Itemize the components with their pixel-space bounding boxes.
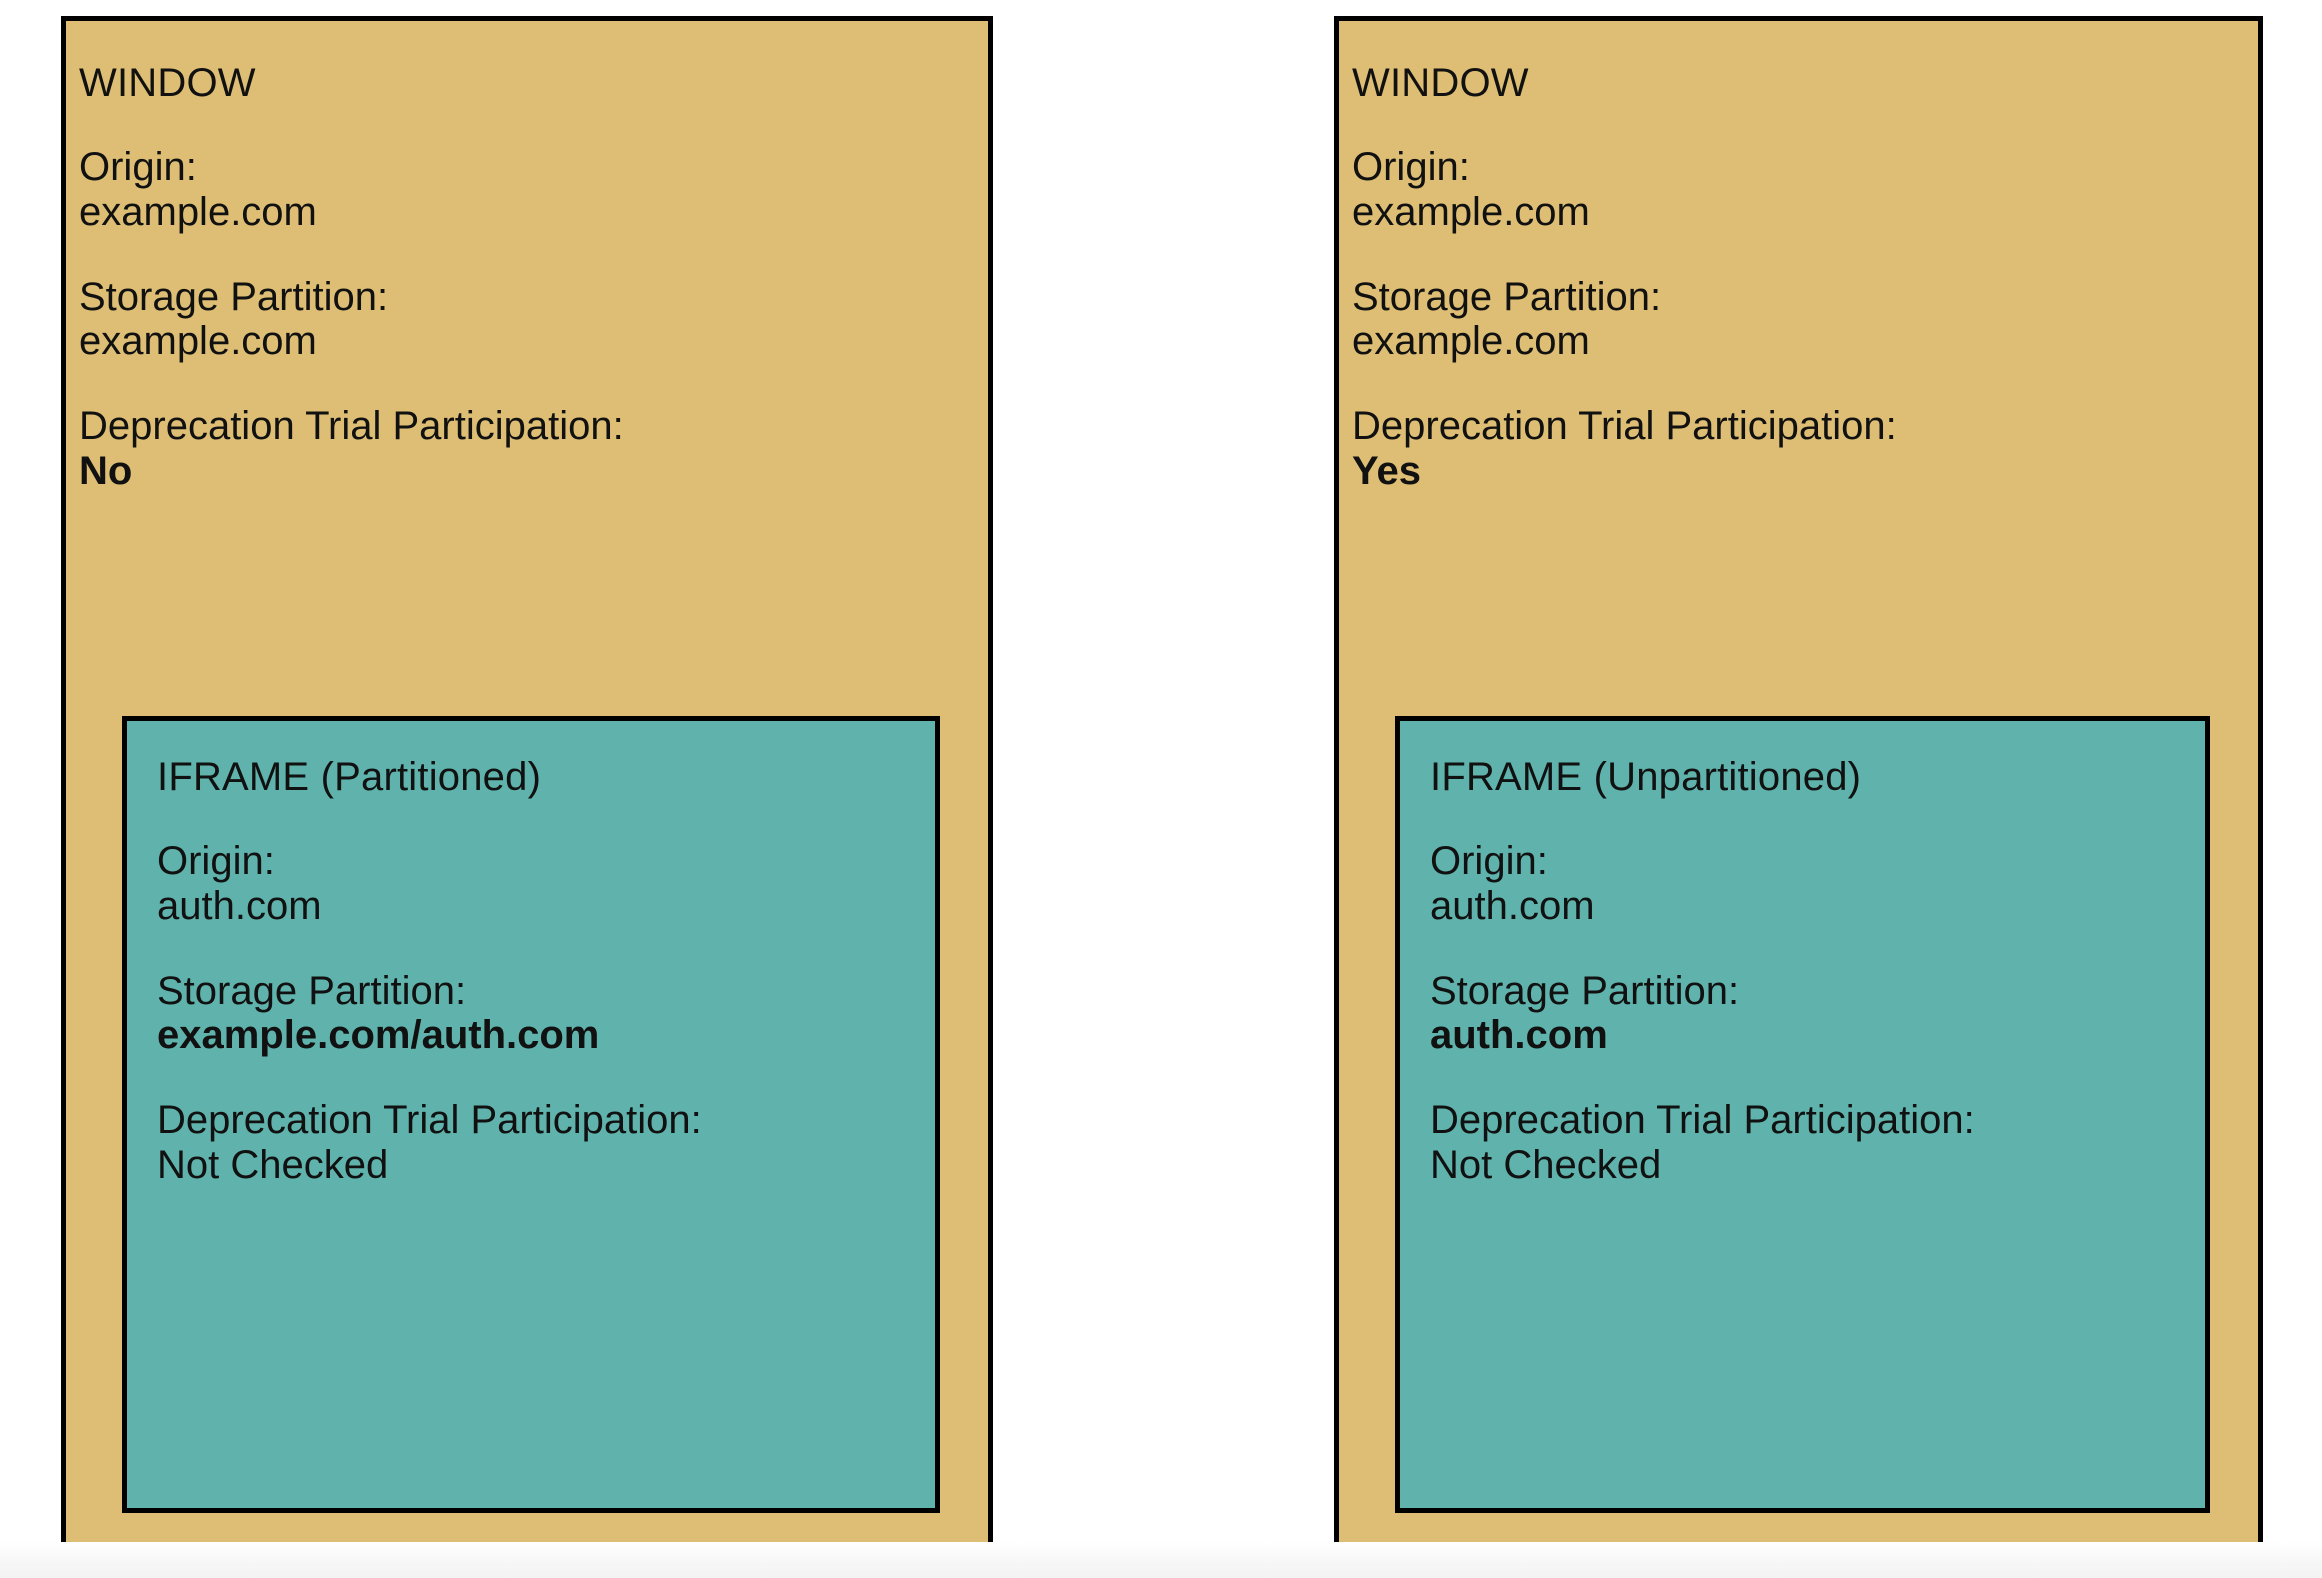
left-iframe-deprecation-trial-label: Deprecation Trial Participation: <box>157 1098 702 1143</box>
left-window-deprecation-trial-field: Deprecation Trial Participation: No <box>66 404 988 494</box>
right-iframe-deprecation-trial-label: Deprecation Trial Participation: <box>1430 1098 1975 1143</box>
spacer <box>66 364 988 404</box>
spacer <box>127 929 935 969</box>
left-window-origin-value: example.com <box>79 189 317 234</box>
spacer <box>66 103 988 145</box>
right-window-deprecation-trial-label: Deprecation Trial Participation: <box>1352 404 1897 449</box>
left-iframe-origin-field: Origin: auth.com <box>127 839 935 929</box>
spacer <box>1339 364 2258 404</box>
left-window-origin-label: Origin: <box>79 145 197 189</box>
right-window-storage-partition-field: Storage Partition: example.com <box>1339 275 2258 365</box>
left-iframe-title: IFRAME (Partitioned) <box>157 755 542 799</box>
right-iframe-origin-field: Origin: auth.com <box>1400 839 2205 929</box>
right-iframe-deprecation-trial-field: Deprecation Trial Participation: Not Che… <box>1400 1098 2205 1188</box>
spacer <box>1339 103 2258 145</box>
left-window-storage-partition-field: Storage Partition: example.com <box>66 275 988 365</box>
right-iframe-storage-partition-label: Storage Partition: <box>1430 968 1740 1013</box>
left-window-deprecation-trial-value: No <box>79 448 133 493</box>
page-footer-band <box>0 1542 2322 1578</box>
right-window-deprecation-trial-value: Yes <box>1352 448 1421 493</box>
right-iframe-title: IFRAME (Unpartitioned) <box>1430 755 1862 799</box>
left-iframe-storage-partition-value: example.com/auth.com <box>157 1013 600 1058</box>
left-iframe-deprecation-trial-value: Not Checked <box>157 1142 389 1187</box>
right-window-origin-value: example.com <box>1352 189 1590 234</box>
right-iframe-storage-partition-value: auth.com <box>1430 1013 1608 1058</box>
right-iframe-origin-value: auth.com <box>1430 883 1595 928</box>
right-iframe-box: IFRAME (Unpartitioned) Origin: auth.com … <box>1395 716 2210 1513</box>
left-iframe-origin-label: Origin: <box>157 839 275 883</box>
left-iframe-box: IFRAME (Partitioned) Origin: auth.com St… <box>122 716 940 1513</box>
right-iframe-storage-partition-field: Storage Partition: auth.com <box>1400 969 2205 1059</box>
left-iframe-storage-partition-label: Storage Partition: <box>157 968 467 1013</box>
left-window-box: WINDOW Origin: example.com Storage Parti… <box>61 16 993 1550</box>
right-iframe-deprecation-trial-value: Not Checked <box>1430 1142 1662 1187</box>
spacer <box>1400 929 2205 969</box>
right-window-deprecation-trial-field: Deprecation Trial Participation: Yes <box>1339 404 2258 494</box>
right-iframe-origin-label: Origin: <box>1430 839 1548 883</box>
left-iframe-deprecation-trial-field: Deprecation Trial Participation: Not Che… <box>127 1098 935 1188</box>
left-iframe-storage-partition-field: Storage Partition: example.com/auth.com <box>127 969 935 1059</box>
left-window-title: WINDOW <box>79 61 256 105</box>
spacer <box>1400 797 2205 839</box>
left-window-origin-field: Origin: example.com <box>66 145 988 235</box>
right-window-origin-field: Origin: example.com <box>1339 145 2258 235</box>
spacer <box>127 1058 935 1098</box>
spacer <box>66 235 988 275</box>
left-iframe-origin-value: auth.com <box>157 883 322 928</box>
left-window-storage-partition-label: Storage Partition: <box>79 274 389 319</box>
right-window-box: WINDOW Origin: example.com Storage Parti… <box>1334 16 2263 1550</box>
right-window-title: WINDOW <box>1352 61 1529 105</box>
left-window-deprecation-trial-label: Deprecation Trial Participation: <box>79 404 624 449</box>
spacer <box>1400 1058 2205 1098</box>
spacer <box>1339 235 2258 275</box>
spacer <box>127 797 935 839</box>
right-window-storage-partition-value: example.com <box>1352 319 1590 364</box>
right-window-origin-label: Origin: <box>1352 145 1470 189</box>
left-window-storage-partition-value: example.com <box>79 319 317 364</box>
right-window-storage-partition-label: Storage Partition: <box>1352 274 1662 319</box>
